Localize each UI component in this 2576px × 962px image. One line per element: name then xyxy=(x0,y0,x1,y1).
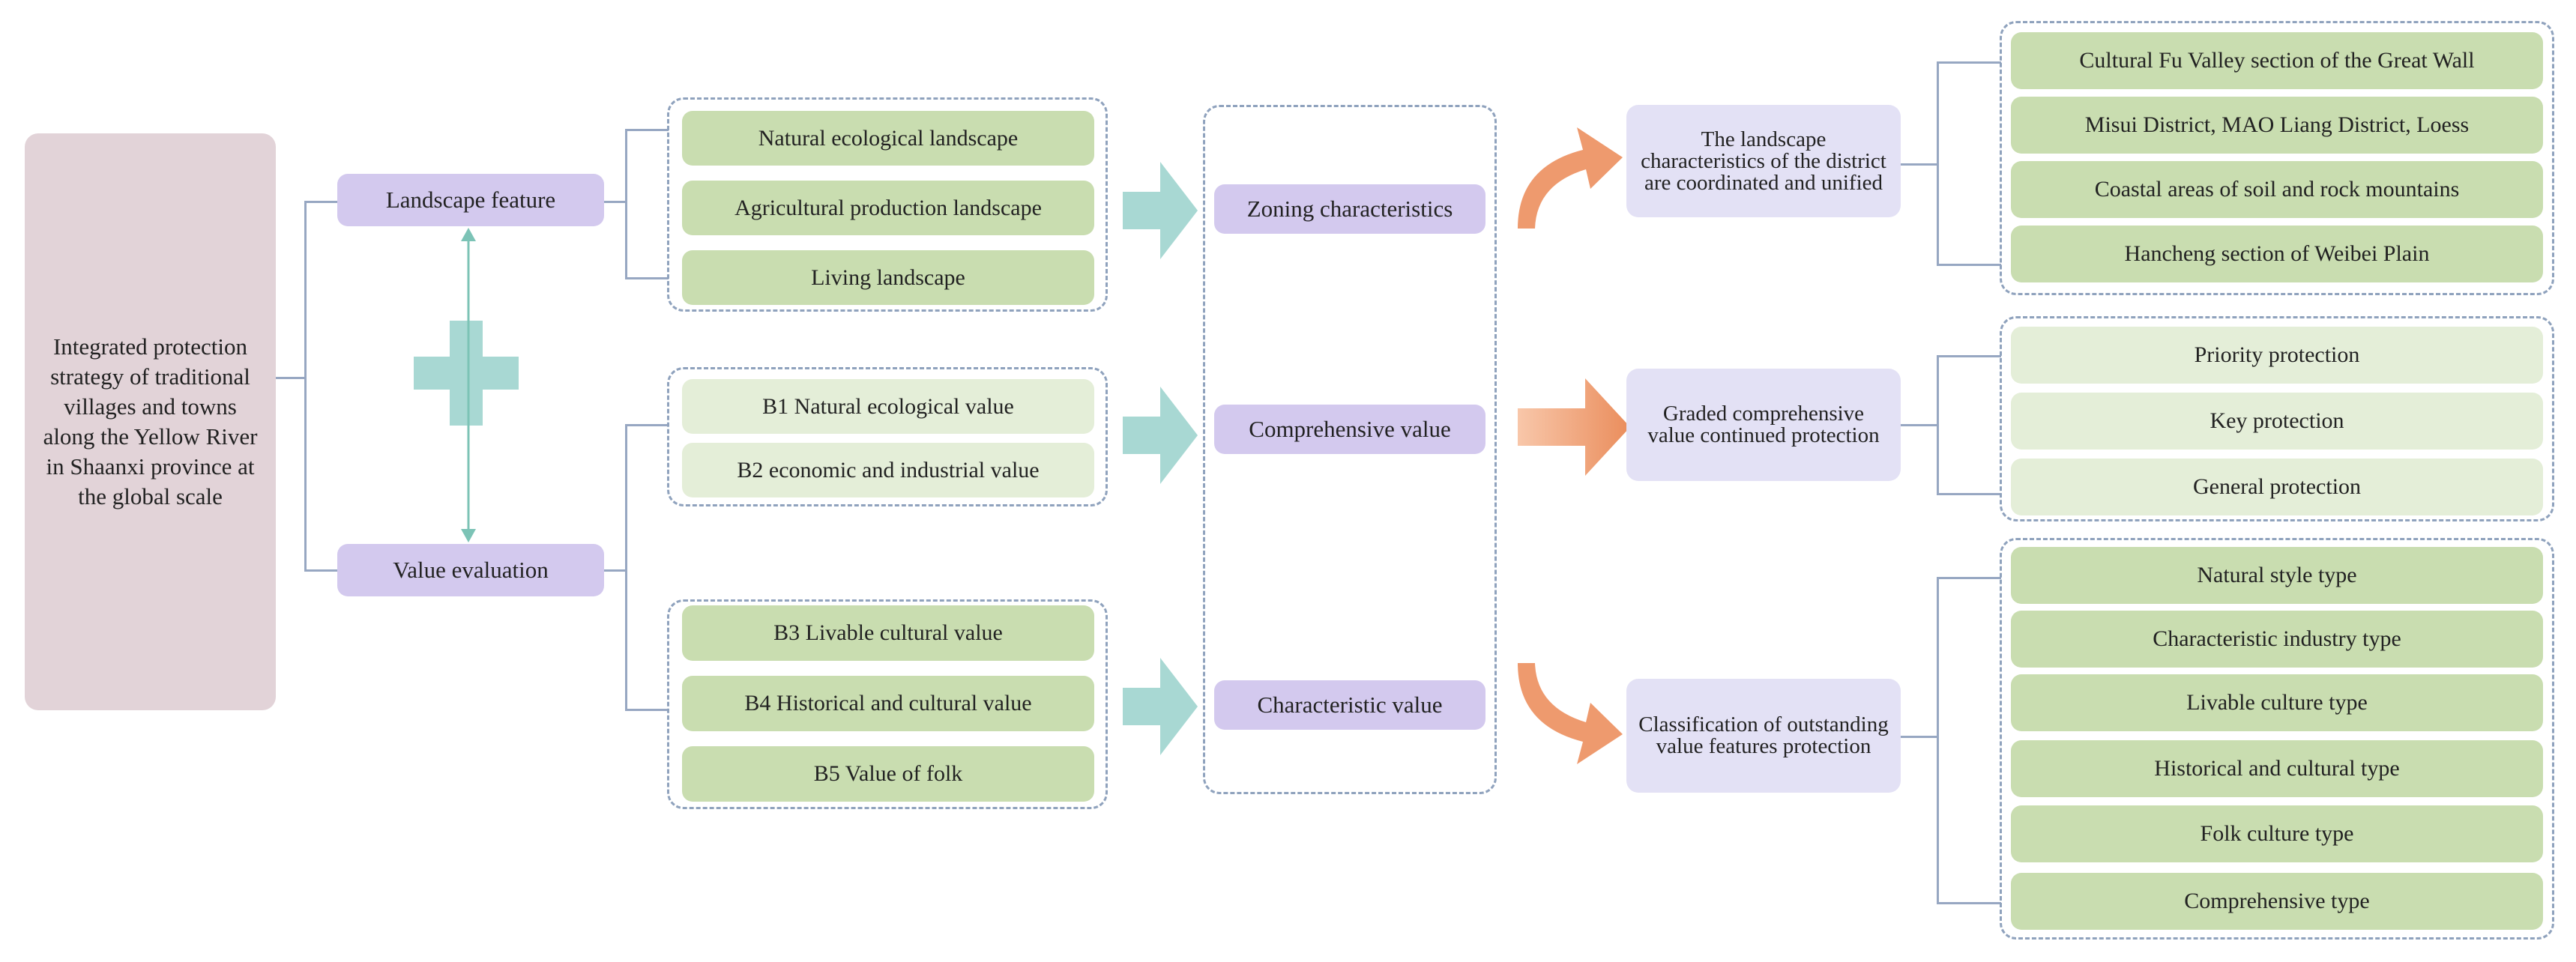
values-b-group xyxy=(667,599,1108,809)
coordinated-strategy-node: The landscape characteristics of the dis… xyxy=(1626,105,1901,217)
value-evaluation-node: Value evaluation xyxy=(337,544,604,596)
feature-item-agricultural: Agricultural production landscape xyxy=(682,181,1094,235)
classification-strategy-node: Classification of outstanding value feat… xyxy=(1626,679,1901,793)
connector-classification-out xyxy=(1901,736,1938,738)
type-label: Livable culture type xyxy=(2186,690,2368,715)
connector-districts-vertical xyxy=(1937,61,1939,265)
connector-graded-out xyxy=(1901,424,1938,426)
value-item-b1: B1 Natural ecological value xyxy=(682,379,1094,434)
arrow-right-orange-icon xyxy=(1518,378,1630,476)
district-item: Coastal areas of soil and rock mountains xyxy=(2011,161,2543,218)
connector-value-vertical xyxy=(625,424,627,710)
grade-item: Key protection xyxy=(2011,393,2543,450)
connector-root-vertical xyxy=(304,201,307,571)
type-item: Folk culture type xyxy=(2011,805,2543,862)
connector-value-out xyxy=(604,569,627,572)
grade-item: Priority protection xyxy=(2011,327,2543,384)
type-label: Historical and cultural type xyxy=(2154,756,2400,781)
root-node: Integrated protection strategy of tradit… xyxy=(25,133,276,710)
district-item: Hancheng section of Weibei Plain xyxy=(2011,226,2543,282)
type-item: Livable culture type xyxy=(2011,674,2543,731)
connector-grades-top xyxy=(1937,355,2001,357)
connector-root-out xyxy=(276,377,306,379)
characteristic-node: Characteristic value xyxy=(1214,680,1485,730)
characteristic-label: Characteristic value xyxy=(1257,692,1443,718)
grades-group xyxy=(2000,316,2554,521)
value-item-b5: B5 Value of folk xyxy=(682,746,1094,802)
district-item: Cultural Fu Valley section of the Great … xyxy=(2011,32,2543,89)
landscape-feature-node: Landscape feature xyxy=(337,174,604,226)
type-label: Comprehensive type xyxy=(2184,889,2370,913)
type-label: Natural style type xyxy=(2197,563,2357,587)
type-label: Folk culture type xyxy=(2200,821,2354,846)
coordinated-strategy-label: The landscape characteristics of the dis… xyxy=(1641,127,1886,195)
connector-types-top xyxy=(1937,577,2001,579)
district-label: Cultural Fu Valley section of the Great … xyxy=(2079,48,2475,73)
connector-landscape-bottom xyxy=(625,277,669,279)
connector-landscape-vertical xyxy=(625,129,627,279)
connector-districts-bottom xyxy=(1937,264,2001,266)
connector-value-bottom xyxy=(625,709,669,711)
district-label: Hancheng section of Weibei Plain xyxy=(2124,241,2430,266)
zoning-node: Zoning characteristics xyxy=(1214,184,1485,234)
connector-coordinated-out xyxy=(1901,163,1938,166)
curved-arrow-up-icon xyxy=(1514,112,1626,232)
value-item-b3: B3 Livable cultural value xyxy=(682,605,1094,661)
districts-group xyxy=(2000,21,2554,295)
evaluation-column-group xyxy=(1203,105,1497,794)
grade-label: Priority protection xyxy=(2194,342,2360,367)
comprehensive-node: Comprehensive value xyxy=(1214,405,1485,454)
graded-strategy-node: Graded comprehensive value continued pro… xyxy=(1626,369,1901,481)
feature-label-living: Living landscape xyxy=(811,264,965,290)
value-label-b3: B3 Livable cultural value xyxy=(773,620,1003,645)
connector-landscape-top xyxy=(625,129,669,131)
district-label: Misui District, MAO Liang District, Loes… xyxy=(2084,112,2470,137)
value-item-b4: B4 Historical and cultural value xyxy=(682,676,1094,731)
grade-label: General protection xyxy=(2192,474,2362,499)
arrow-right-icon xyxy=(1123,658,1198,755)
curved-arrow-down-icon xyxy=(1514,659,1626,779)
connector-to-value xyxy=(304,569,337,572)
district-item: Misui District, MAO Liang District, Loes… xyxy=(2011,97,2543,154)
value-label-b5: B5 Value of folk xyxy=(813,761,963,786)
comprehensive-label: Comprehensive value xyxy=(1249,416,1451,442)
value-item-b2: B2 economic and industrial value xyxy=(682,443,1094,497)
feature-label-natural: Natural ecological landscape xyxy=(758,125,1019,151)
value-label-b2: B2 economic and industrial value xyxy=(737,457,1040,482)
grade-label: Key protection xyxy=(2209,408,2344,433)
graded-strategy-label: Graded comprehensive value continued pro… xyxy=(1647,402,1880,447)
landscape-feature-label: Landscape feature xyxy=(385,187,556,213)
value-evaluation-label: Value evaluation xyxy=(393,557,549,583)
grade-item: General protection xyxy=(2011,459,2543,515)
root-label: Integrated protection strategy of tradit… xyxy=(43,333,258,509)
type-item: Comprehensive type xyxy=(2011,873,2543,930)
plus-icon xyxy=(414,321,519,426)
feature-item-natural: Natural ecological landscape xyxy=(682,111,1094,166)
connector-value-top xyxy=(625,424,669,426)
double-arrow-icon xyxy=(457,228,480,542)
type-item: Characteristic industry type xyxy=(2011,611,2543,668)
district-label: Coastal areas of soil and rock mountains xyxy=(2094,177,2460,202)
zoning-label: Zoning characteristics xyxy=(1246,196,1453,222)
connector-types-bottom xyxy=(1937,902,2001,904)
type-item: Natural style type xyxy=(2011,547,2543,604)
values-ab-group xyxy=(667,367,1108,506)
feature-label-agricultural: Agricultural production landscape xyxy=(735,195,1042,220)
arrow-right-icon xyxy=(1123,387,1198,484)
type-item: Historical and cultural type xyxy=(2011,740,2543,797)
connector-to-landscape xyxy=(304,201,337,203)
connector-districts-top xyxy=(1937,61,2001,64)
landscape-features-group xyxy=(667,97,1108,312)
connector-grades-bottom xyxy=(1937,493,2001,495)
arrow-right-icon xyxy=(1123,162,1198,259)
type-label: Characteristic industry type xyxy=(2153,626,2401,651)
connector-landscape-out xyxy=(604,201,627,203)
types-group xyxy=(2000,538,2554,940)
value-label-b1: B1 Natural ecological value xyxy=(762,393,1014,419)
value-label-b4: B4 Historical and cultural value xyxy=(744,691,1032,716)
feature-item-living: Living landscape xyxy=(682,250,1094,305)
classification-strategy-label: Classification of outstanding value feat… xyxy=(1638,713,1889,758)
connector-grades-vertical xyxy=(1937,355,1939,494)
connector-types-vertical xyxy=(1937,577,1939,904)
